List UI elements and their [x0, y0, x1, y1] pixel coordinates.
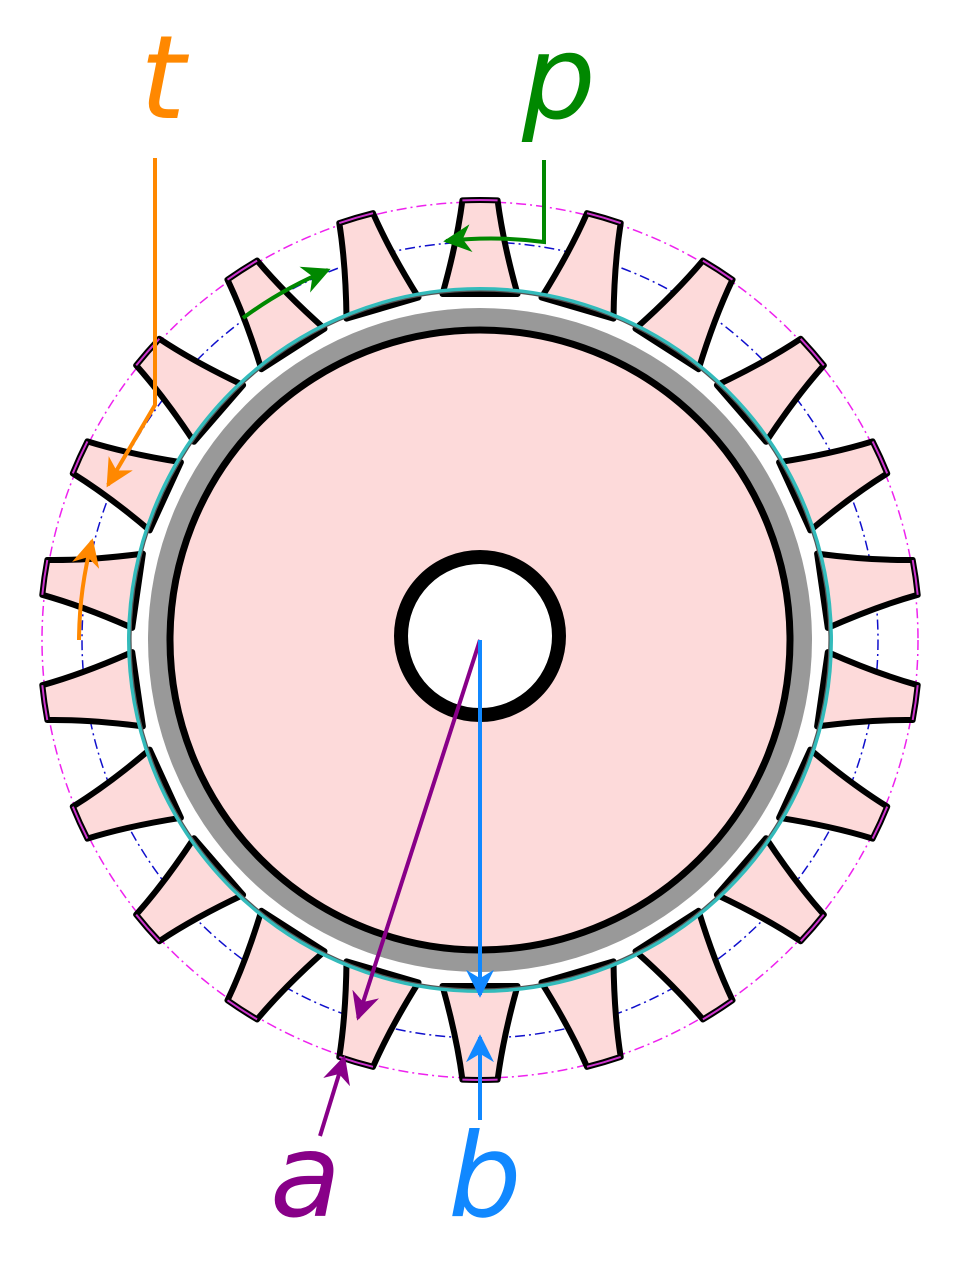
label-b: b [448, 1109, 522, 1244]
tooth-tip-edge [911, 685, 919, 721]
tooth-tip-edge [799, 338, 825, 367]
label-a: a [270, 1109, 341, 1244]
tooth-tip-edge [702, 259, 734, 281]
tooth-tip-edge [41, 559, 49, 595]
label-p: p [521, 11, 596, 146]
p-leader-line [443, 160, 546, 253]
tooth-tip-edge [41, 685, 49, 721]
gear-teeth [39, 197, 921, 1083]
tooth-tip-edge [871, 806, 889, 840]
tooth-tip-edge [135, 338, 161, 367]
tooth-tip-edge [71, 806, 89, 840]
tooth-tip-edge [702, 999, 734, 1021]
tooth-tip-edge [71, 440, 89, 474]
tooth-tip-edge [799, 913, 825, 942]
label-t: t [140, 11, 190, 146]
tooth-tip-edge [226, 999, 258, 1021]
a-leader-line [318, 1055, 350, 1137]
t-arc-arrow [72, 538, 100, 641]
gear-tooth [439, 197, 521, 297]
a-radius-line [352, 639, 482, 1021]
tooth-tip-edge [226, 259, 258, 281]
tooth-tip-edge [338, 212, 374, 225]
tooth-tip-edge [586, 212, 622, 225]
tooth-tip-edge [871, 440, 889, 474]
tooth-tip-edge [135, 913, 161, 942]
p-arc-arrow [241, 266, 331, 320]
tooth-tip-edge [911, 559, 919, 595]
t-leader-line [106, 158, 157, 488]
tooth-tip-edge [586, 1055, 622, 1068]
